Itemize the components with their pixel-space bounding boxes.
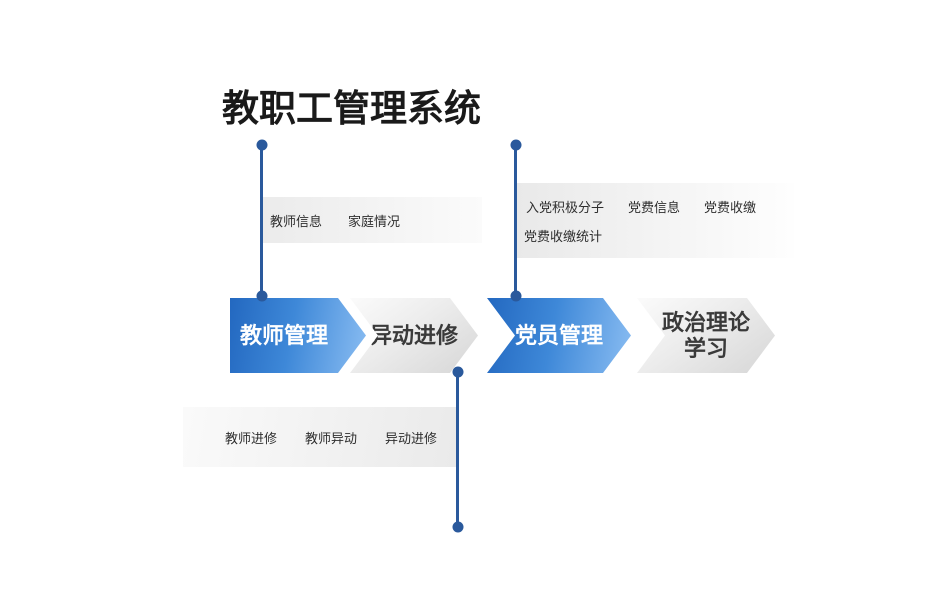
flow-step-political-theory-study: 政治理论 学习 [637, 298, 775, 373]
callout-item-party-activist: 入党积极分子 [526, 200, 605, 215]
connector-dot [510, 139, 522, 151]
page-title: 教职工管理系统 [222, 88, 481, 129]
callout-item-teacher-training: 教师进修 [225, 430, 278, 446]
callout-item-family-status: 家庭情况 [348, 213, 401, 229]
connector-dot [510, 290, 522, 302]
callout-item-transfer-training: 异动进修 [385, 430, 438, 446]
callout-item-party-fee-statistics: 党费收缴统计 [524, 229, 603, 244]
connector-dot [452, 366, 464, 378]
flow-step-label: 教师管理 [239, 322, 328, 348]
callout-item-teacher-transfer: 教师异动 [305, 430, 358, 446]
callout-item-party-fee-collection: 党费收缴 [704, 200, 757, 215]
connector-line-party [514, 145, 517, 296]
callout-transfer-training: 教师进修 教师异动 异动进修 [183, 407, 458, 467]
callout-teacher-management: 教师信息 家庭情况 [262, 197, 482, 243]
callout-party-row1: 入党积极分子 党费信息 党费收缴 [526, 197, 794, 216]
flow-step-party-management: 党员管理 [487, 298, 631, 373]
flow-step-label: 党员管理 [515, 322, 604, 348]
connector-dot [256, 290, 268, 302]
flow-step-teacher-management: 教师管理 [230, 298, 366, 373]
flow-step-label-line2: 学习 [683, 335, 728, 361]
flow-step-transfer-training: 异动进修 [350, 298, 478, 373]
flow-step-label: 异动进修 [370, 322, 459, 348]
callout-party-row2: 党费收缴统计 [524, 226, 794, 245]
connector-line-transfer [456, 372, 459, 527]
connector-dot [256, 139, 268, 151]
flow-step-label-line1: 政治理论 [662, 310, 751, 336]
callout-party-management: 入党积极分子 党费信息 党费收缴 党费收缴统计 [516, 183, 794, 258]
connector-line-teacher [260, 145, 263, 296]
callout-item-party-fee-info: 党费信息 [628, 200, 681, 215]
callout-item-teacher-info: 教师信息 [270, 213, 323, 229]
connector-dot [452, 521, 464, 533]
